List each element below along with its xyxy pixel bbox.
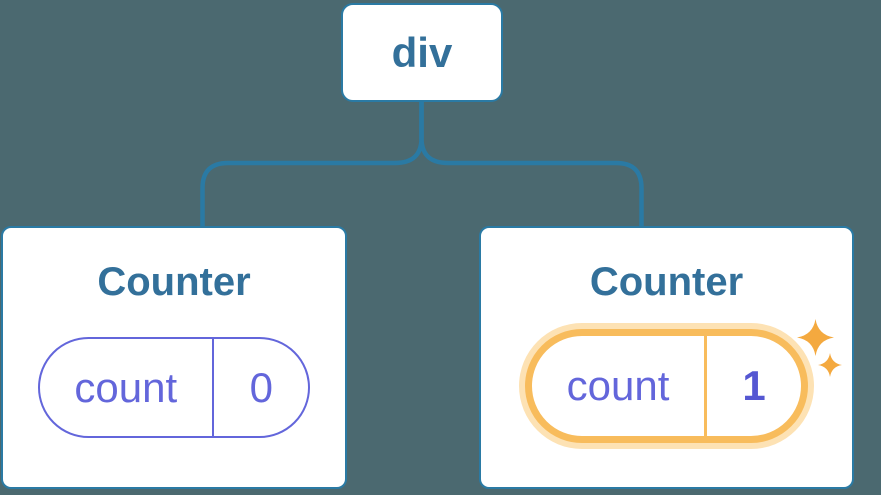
root-node: div: [341, 3, 503, 102]
sparkle-icon-large: [797, 319, 834, 356]
root-node-label: div: [391, 28, 453, 76]
sparkle-icon-small: [818, 353, 842, 377]
state-key-label: count: [566, 362, 670, 409]
connector-left-branch: [200, 101, 424, 227]
state-pill: count 0: [37, 337, 311, 438]
state-pill-highlighted: count 1: [525, 329, 808, 443]
component-title: Counter: [97, 260, 251, 304]
state-key-label: count: [74, 363, 178, 411]
state-value: 1: [742, 362, 766, 409]
component-title: Counter: [589, 260, 744, 304]
connector-right-branch: [419, 101, 644, 227]
counter-card-0: Counter count 0: [1, 226, 347, 489]
counter-card-1: Counter count 1: [479, 226, 854, 489]
state-pill-divider: [704, 336, 707, 436]
state-pill-divider: [211, 339, 215, 436]
state-value: 0: [249, 363, 273, 411]
